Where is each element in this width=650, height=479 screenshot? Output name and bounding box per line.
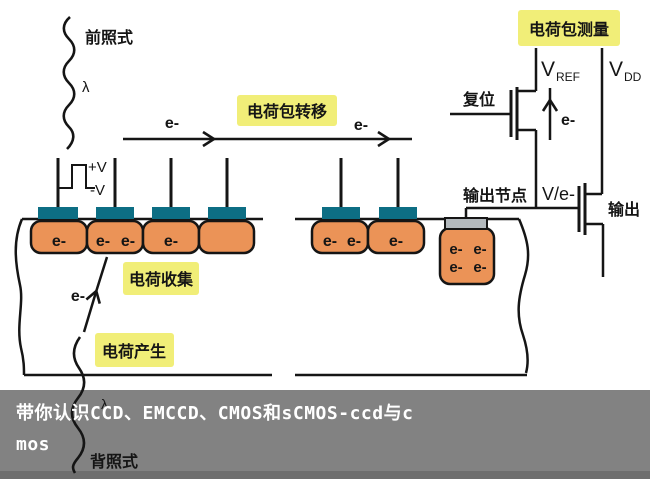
electron-label: e- bbox=[71, 288, 85, 305]
front-illuminated-label: 前照式 bbox=[85, 28, 133, 47]
caption-line-1: 带你认识CCD、EMCCD、CMOS和sCMOS-ccd与c bbox=[16, 403, 414, 424]
output-node-gate bbox=[444, 217, 488, 230]
output-node-label: 输出节点 bbox=[463, 186, 527, 205]
charge-transfer-label: 电荷包转移 bbox=[247, 102, 327, 121]
charge-generation-tag bbox=[95, 333, 174, 367]
poly-gate bbox=[379, 207, 417, 219]
charge-transfer-tag bbox=[237, 95, 337, 126]
poly-gates bbox=[38, 207, 417, 219]
watermark-band-bottom bbox=[0, 471, 650, 479]
vdd-symbol: V bbox=[609, 58, 623, 81]
output-label: 输出 bbox=[608, 200, 640, 219]
charge-well bbox=[366, 219, 426, 255]
poly-gate bbox=[208, 207, 246, 219]
electron-label: e- bbox=[354, 117, 368, 134]
back-illuminated-label: 背照式 bbox=[90, 452, 138, 471]
gate-wires bbox=[56, 158, 400, 207]
silicon-right-torn-edge bbox=[517, 218, 530, 374]
charge-wells bbox=[29, 219, 496, 286]
vref-subscript: REF bbox=[556, 70, 580, 84]
electron-label: e- bbox=[165, 115, 179, 132]
electron-label: e- bbox=[96, 233, 110, 250]
video-caption: 带你认识CCD、EMCCD、CMOS和sCMOS-ccd与c mos bbox=[16, 398, 636, 460]
clock-high-label: +V bbox=[88, 159, 107, 176]
charge-generation-label: 电荷产生 bbox=[102, 342, 166, 361]
electron-label: e- bbox=[347, 233, 361, 250]
electron-label: e- bbox=[389, 233, 403, 250]
charge-well-empty bbox=[197, 219, 256, 255]
charge-collection-tag bbox=[123, 262, 199, 295]
charge-measurement-tag bbox=[518, 10, 620, 46]
electron-label: e- bbox=[52, 233, 66, 250]
lambda-top-label: λ bbox=[82, 79, 90, 96]
photon-wave-front bbox=[62, 16, 76, 150]
watermark-band bbox=[0, 390, 650, 479]
photon-wave-back bbox=[70, 336, 86, 474]
electron-label: e- bbox=[473, 241, 486, 258]
electron-label: e- bbox=[449, 259, 462, 276]
reset-label: 复位 bbox=[462, 90, 495, 109]
poly-gate bbox=[152, 207, 190, 219]
silicon-left-torn-edge bbox=[14, 218, 26, 376]
poly-gate bbox=[96, 207, 134, 219]
clock-low-label: -V bbox=[90, 182, 105, 199]
vref-symbol: V bbox=[541, 58, 555, 81]
electron-label: e- bbox=[561, 112, 575, 129]
electron-label: e- bbox=[449, 241, 462, 258]
output-circuit bbox=[450, 48, 605, 277]
caption-line-2: mos bbox=[16, 434, 51, 455]
vdd-subscript: DD bbox=[624, 70, 642, 84]
poly-gate bbox=[38, 207, 78, 219]
node-voltage-label: V/e- bbox=[542, 184, 575, 204]
well-electrons: e- e- e- e- e- e- e- e- e- e- e- bbox=[52, 233, 487, 276]
lambda-bottom-label: λ bbox=[101, 396, 108, 412]
electron-label: e- bbox=[473, 259, 486, 276]
clock-waveform bbox=[58, 164, 95, 189]
electron-label: e- bbox=[323, 233, 337, 250]
electron-label: e- bbox=[164, 233, 178, 250]
charge-collection-arrow bbox=[82, 256, 109, 333]
charge-measurement-label: 电荷包测量 bbox=[529, 20, 609, 39]
charge-collection-label: 电荷收集 bbox=[129, 270, 194, 289]
electron-label: e- bbox=[121, 233, 135, 250]
poly-gate bbox=[322, 207, 360, 219]
